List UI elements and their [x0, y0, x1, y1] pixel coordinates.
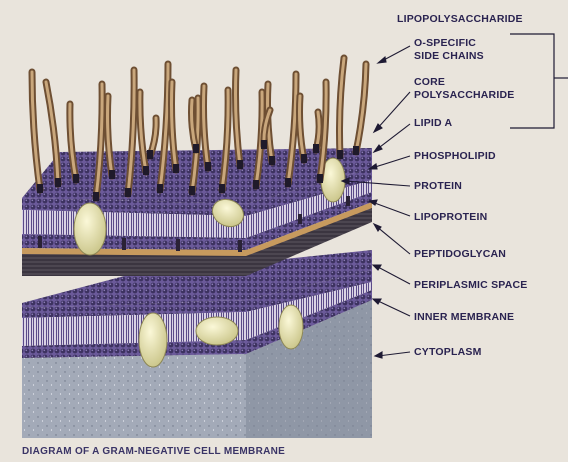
lipid-a-anchor [189, 186, 195, 195]
label-cytoplasm: CYTOPLASM [414, 346, 482, 359]
lipid-a-anchor [313, 144, 319, 153]
lipid-a-anchor [261, 140, 267, 149]
label-protein: PROTEIN [414, 180, 462, 193]
lipid-a-anchor [193, 144, 199, 153]
lipid-a-anchor [55, 178, 61, 187]
lipid-a-anchor [285, 178, 291, 187]
lipid-a-anchor [73, 174, 79, 183]
lipid-a-anchor [109, 170, 115, 179]
lipid-a-anchor [173, 164, 179, 173]
lipid-a-anchor [353, 146, 359, 155]
label-peptidoglycan: PEPTIDOGLYCAN [414, 248, 506, 261]
lipid-a-anchor [37, 184, 43, 193]
label-lipid-a: LIPID A [414, 117, 452, 130]
lps-bracket [510, 34, 568, 128]
lipid-a-anchor [157, 184, 163, 193]
label-lipoprotein: LIPOPROTEIN [414, 211, 487, 224]
lipid-a-anchor [93, 192, 99, 201]
label-inner-membrane: INNER MEMBRANE [414, 311, 514, 324]
figure-caption: DIAGRAM OF A GRAM-NEGATIVE CELL MEMBRANE [22, 446, 285, 457]
lipid-a-anchor [219, 184, 225, 193]
label-periplasmic-space: PERIPLASMIC SPACE [414, 279, 527, 292]
label-lipopolysaccharide: LIPOPOLYSACCHARIDE [397, 13, 523, 26]
lipid-a-anchor [253, 180, 259, 189]
lipid-a-anchor [125, 188, 131, 197]
lipid-a-anchor [205, 162, 211, 171]
inner-protein-1 [139, 313, 167, 367]
inner-membrane-block [22, 250, 372, 438]
inner-protein-3 [279, 305, 303, 349]
inner-protein-2 [196, 317, 238, 345]
outer-protein-1 [74, 203, 106, 255]
lipid-a-anchor [301, 154, 307, 163]
lipid-a-anchor [237, 160, 243, 169]
lipid-a-anchor [317, 174, 323, 183]
lipid-a-anchor [143, 166, 149, 175]
lipid-a-anchor [337, 150, 343, 159]
lipid-a-anchor [147, 150, 153, 159]
lipid-a-anchor [269, 156, 275, 165]
label-phospholipid: PHOSPHOLIPID [414, 150, 496, 163]
